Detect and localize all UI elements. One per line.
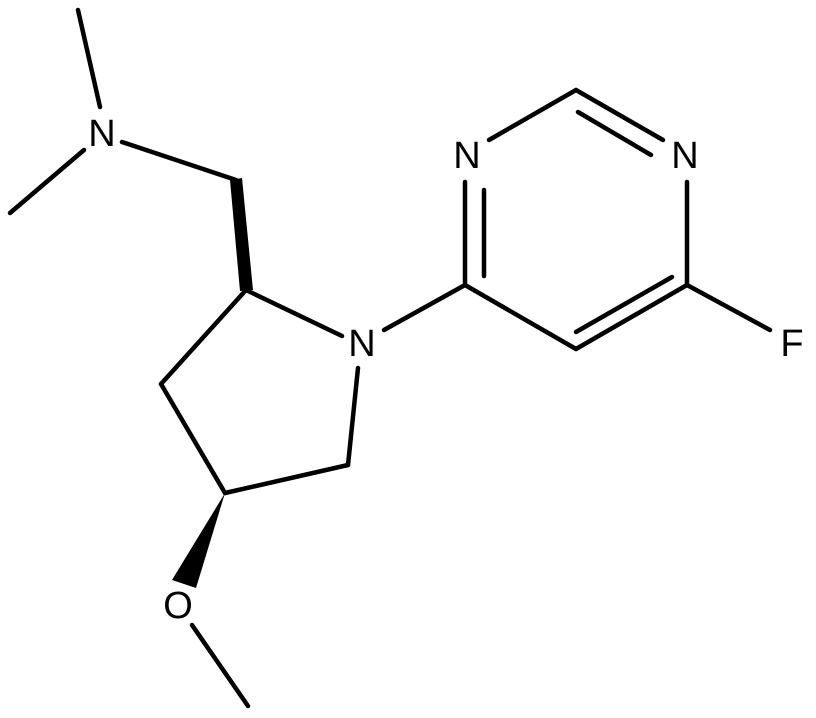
atom-F: F xyxy=(780,323,803,365)
atom-O: O xyxy=(163,585,193,627)
bond-C4-C5 xyxy=(222,462,351,496)
bond-C5-N1 xyxy=(345,365,361,468)
bond-O-methyl xyxy=(189,622,251,709)
bond-methyl-left-to-N xyxy=(7,147,87,216)
wedge-bond-C4-O xyxy=(172,493,225,588)
wedge-bond-CH2-C2 xyxy=(230,178,253,291)
bond-N-to-CH2 xyxy=(119,139,239,183)
atom-N-dimethyl: N xyxy=(88,113,115,155)
bond-N1-pyrimidine xyxy=(381,282,468,333)
bond-C5pyr-C4pyr xyxy=(462,282,579,352)
bond-N3-C2pyr xyxy=(486,87,579,143)
atom-N-pyrimidine-left: N xyxy=(453,135,480,177)
bond-C2-C3 xyxy=(158,287,249,387)
bond-C6pyr-C5pyr xyxy=(573,282,690,352)
bond-C2-N1 xyxy=(243,287,345,339)
bond-methyl-top-to-N xyxy=(75,7,103,110)
bond-C6pyr-F xyxy=(684,282,773,333)
bond-C2pyr-N1pyr-inner xyxy=(575,109,654,158)
bond-C6pyr-C5pyr-inner xyxy=(573,274,675,335)
atom-N-pyrrolidine: N xyxy=(348,323,375,365)
bond-C3-C4 xyxy=(158,381,228,496)
atom-N-pyrimidine-right: N xyxy=(671,135,698,177)
bond-C2pyr-N1pyr xyxy=(573,87,666,143)
